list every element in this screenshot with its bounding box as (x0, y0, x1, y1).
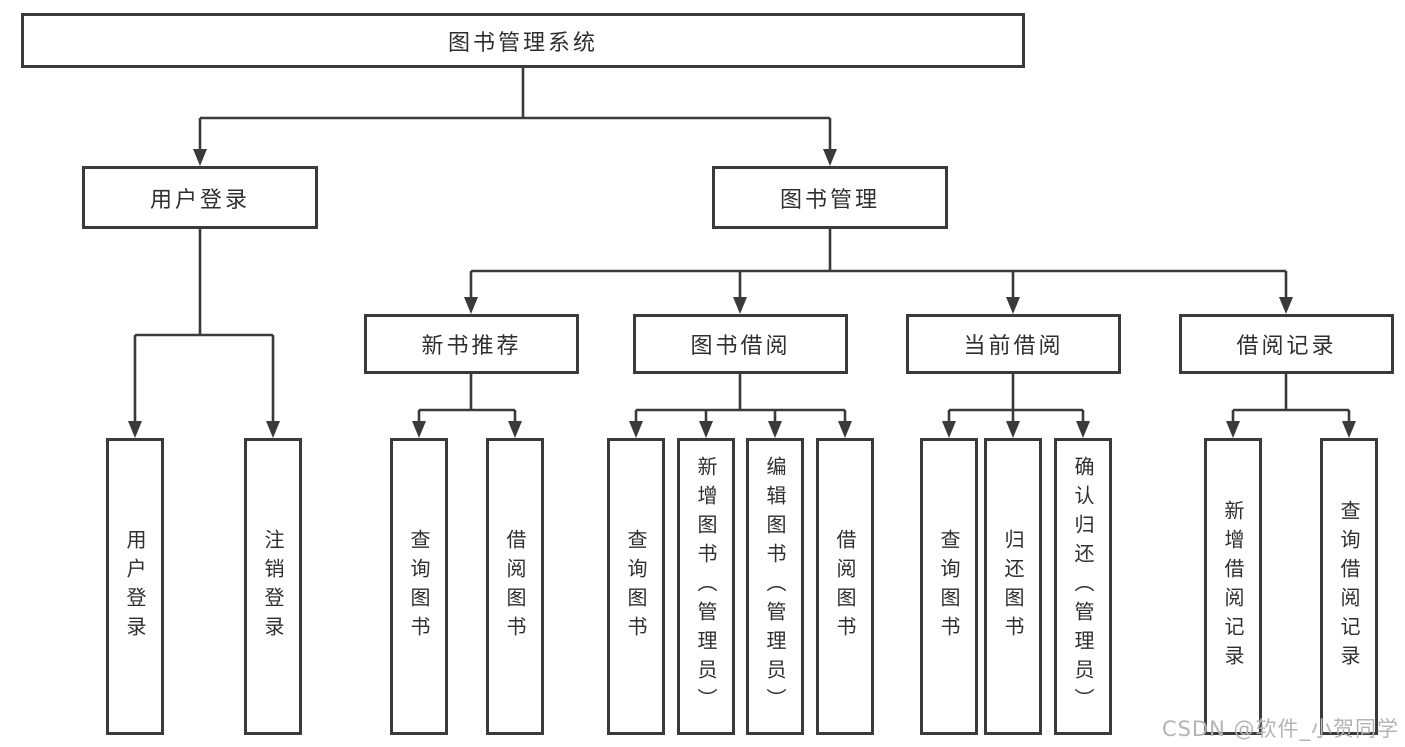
arrowhead-bb-query (629, 421, 643, 438)
arrowhead-new-books (464, 297, 478, 314)
node-leaf-logout: 注销登录 (244, 438, 302, 735)
node-module-book-borrow: 图书借阅 (633, 314, 848, 374)
connector-user-login-children (133, 229, 275, 423)
csdn-watermark: CSDN @软件_小贺同学 (1161, 717, 1399, 741)
arrowhead-bb-borrow (838, 421, 852, 438)
connector-borrow-records-children (1231, 374, 1351, 423)
node-leaf-borrow-edit-books-admin: 编辑图书（管理员） (746, 438, 804, 735)
arrowhead-nb-query (412, 421, 426, 438)
node-leaf-records-query-record: 查询借阅记录 (1320, 438, 1378, 735)
node-branch-book-management: 图书管理 (712, 166, 948, 229)
connector-root-to-branches (198, 68, 832, 152)
arrowhead-cb-return (1006, 421, 1020, 438)
node-branch-user-login: 用户登录 (82, 166, 318, 229)
node-module-current-borrow: 当前借阅 (906, 314, 1121, 374)
arrowhead-cb-query (942, 421, 956, 438)
node-leaf-current-return-books: 归还图书 (984, 438, 1042, 735)
arrowhead-borrow-records (1279, 297, 1293, 314)
arrowhead-leaf-logout (266, 421, 280, 438)
node-leaf-borrow-query-books: 查询图书 (607, 438, 665, 735)
node-module-borrow-records: 借阅记录 (1179, 314, 1394, 374)
node-leaf-current-confirm-return-admin: 确认归还（管理员） (1054, 438, 1112, 735)
node-leaf-borrow-add-books-admin: 新增图书（管理员） (677, 438, 735, 735)
arrowhead-book-mgmt (823, 149, 837, 166)
connector-current-borrow-children (947, 374, 1085, 423)
arrowhead-bb-edit (768, 421, 782, 438)
node-root-system: 图书管理系统 (21, 13, 1025, 68)
connector-book-borrow-children (634, 374, 847, 423)
arrowhead-leaf-login (128, 421, 142, 438)
arrowhead-book-borrow (733, 297, 747, 314)
arrowhead-nb-borrow (508, 421, 522, 438)
node-leaf-newbooks-query-books: 查询图书 (390, 438, 448, 735)
connector-book-mgmt-modules (469, 229, 1288, 299)
node-leaf-borrow-borrow-books: 借阅图书 (816, 438, 874, 735)
connector-new-books-children (417, 374, 517, 423)
arrowhead-user-login (193, 149, 207, 166)
node-module-new-book-recommend: 新书推荐 (364, 314, 579, 374)
arrowhead-cb-confirm (1076, 421, 1090, 438)
arrowhead-current-borrow (1006, 297, 1020, 314)
node-leaf-newbooks-borrow-books: 借阅图书 (486, 438, 544, 735)
arrowhead-br-query (1342, 421, 1356, 438)
node-leaf-current-query-books: 查询图书 (920, 438, 978, 735)
node-leaf-user-login: 用户登录 (106, 438, 164, 735)
node-leaf-records-add-record: 新增借阅记录 (1204, 438, 1262, 735)
arrowhead-br-add (1226, 421, 1240, 438)
arrowhead-bb-add (699, 421, 713, 438)
